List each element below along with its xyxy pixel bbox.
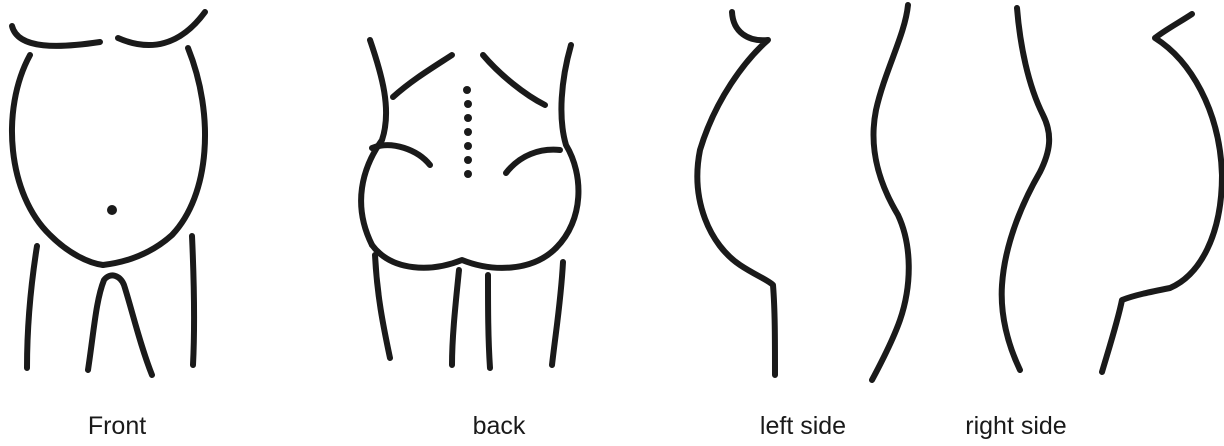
right-side-front-profile xyxy=(1102,14,1222,372)
right-side-view-label: right side xyxy=(965,414,1066,439)
back-left-leg-outer xyxy=(375,255,390,358)
front-view-label: Front xyxy=(88,414,146,439)
spine-dots xyxy=(463,86,472,178)
back-left-inner-thigh xyxy=(452,270,459,365)
left-side-view-label: left side xyxy=(760,414,846,439)
back-right-leg-outer xyxy=(552,262,563,365)
right-side-view-figure xyxy=(1002,8,1222,372)
left-side-back-profile xyxy=(872,5,909,380)
front-left-thigh-outer xyxy=(27,246,37,368)
front-right-thigh-outer xyxy=(192,236,194,365)
spine-dot xyxy=(463,86,471,94)
spine-dot xyxy=(464,128,472,136)
left-side-front-profile xyxy=(697,12,775,375)
back-left-waist-curve xyxy=(372,145,430,165)
back-view-label: back xyxy=(473,414,526,439)
back-view-figure xyxy=(361,40,578,368)
spine-dot xyxy=(464,114,472,122)
front-navel xyxy=(107,205,117,215)
back-right-side-outline xyxy=(556,45,578,248)
back-right-waist-curve xyxy=(506,150,560,173)
spine-dot xyxy=(464,156,472,164)
spine-dot xyxy=(464,142,472,150)
right-side-back-profile xyxy=(1002,8,1049,370)
left-side-view-figure xyxy=(697,5,908,380)
front-inner-thighs xyxy=(88,275,152,375)
front-left-breast-curve xyxy=(12,26,100,46)
back-right-shoulder-blade xyxy=(483,55,545,105)
back-left-shoulder-blade xyxy=(393,55,452,97)
front-view-figure xyxy=(12,12,205,375)
spine-dot xyxy=(464,170,472,178)
front-abdomen-right-outline xyxy=(103,48,205,265)
front-right-breast-curve xyxy=(118,12,205,45)
spine-dot xyxy=(464,100,472,108)
front-abdomen-left-outline xyxy=(12,55,103,265)
back-right-inner-thigh xyxy=(488,275,490,368)
back-buttocks-outline xyxy=(372,245,556,268)
